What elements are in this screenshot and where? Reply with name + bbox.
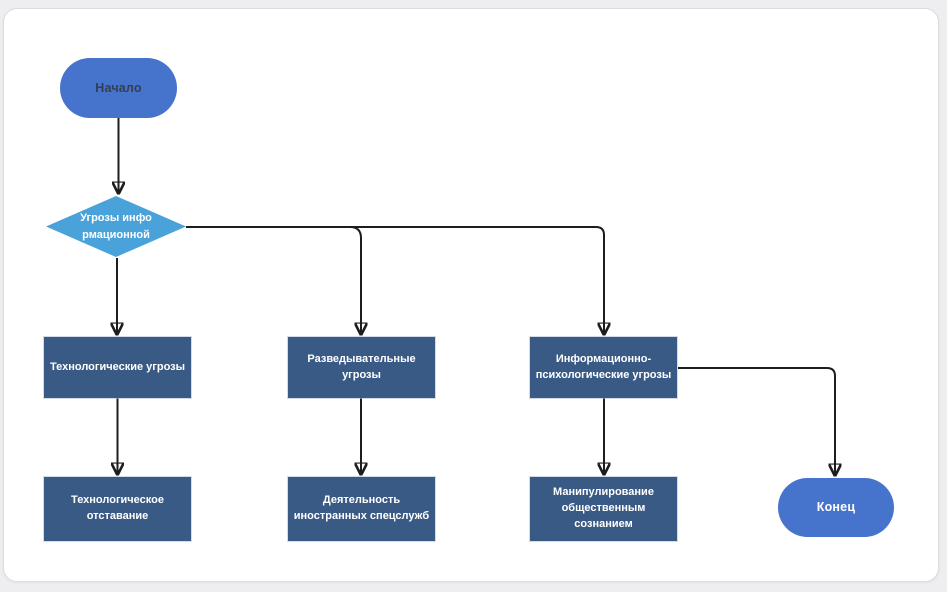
- end-node: Конец: [778, 478, 894, 537]
- process-node-info-psychological-threats: Информационно- психологические угрозы: [530, 337, 677, 398]
- start-node: Начало: [60, 58, 177, 118]
- process-node-technological-threats: Технологические угрозы: [44, 337, 191, 398]
- process-node-foreign-services-activity: Деятельность иностранных спецслужб: [288, 477, 435, 541]
- process-node-public-consciousness-manipulation: Манипулирование общественным сознанием: [530, 477, 677, 541]
- process-node-intelligence-threats: Разведывательные угрозы: [288, 337, 435, 398]
- process-node-technological-lag: Технологическое отставание: [44, 477, 191, 541]
